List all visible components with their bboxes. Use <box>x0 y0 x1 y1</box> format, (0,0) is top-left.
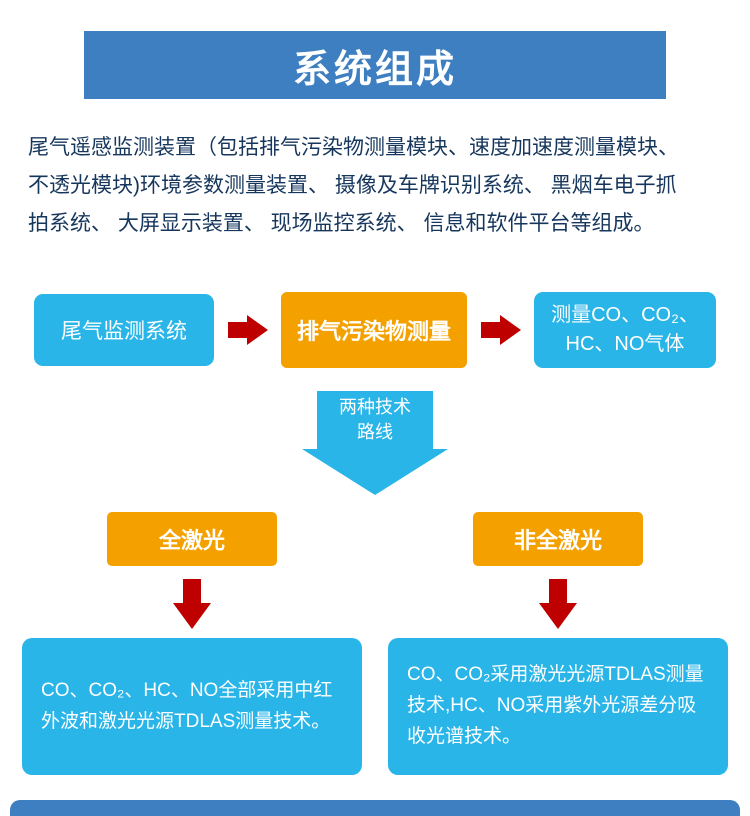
right-arrow-icon <box>480 314 521 345</box>
right-arrow-head <box>499 314 521 345</box>
branch-description-all-laser: CO、CO₂、HC、NO全部采用中红外波和激光光源TDLAS测量技术。 <box>22 638 362 776</box>
split-label: 两种技术 路线 <box>317 390 433 450</box>
down-arrow-icon <box>302 449 448 496</box>
right-arrow-shaft <box>227 321 247 338</box>
right-arrow-head <box>246 314 268 345</box>
flow-node-measured-gases: 测量CO、CO₂、 HC、NO气体 <box>534 291 716 368</box>
flow-node-pollutant-measurement: 排气污染物测量 <box>281 291 467 368</box>
page-title: 系统组成 <box>292 48 457 91</box>
down-arrow-head <box>173 603 211 630</box>
down-arrow-head <box>539 603 577 630</box>
down-arrow-shaft <box>183 579 201 604</box>
branch-description-non-all-laser: CO、CO₂采用激光光源TDLAS测量技术,HC、NO采用紫外光源差分吸收光谱技… <box>388 638 728 776</box>
next-section-bar <box>10 800 740 816</box>
branch-non-all-laser: 非全激光 CO、CO₂采用激光光源TDLAS测量技术,HC、NO采用紫外光源差分… <box>388 512 728 776</box>
split-down-arrow: 两种技术 路线 <box>0 390 750 496</box>
down-arrow-icon <box>173 579 211 630</box>
flow-row: 尾气监测系统 排气污染物测量 测量CO、CO₂、 HC、NO气体 <box>0 291 750 368</box>
flow-node-exhaust-monitoring: 尾气监测系统 <box>34 293 214 366</box>
branch-title-non-all-laser: 非全激光 <box>473 512 643 567</box>
right-arrow-shaft <box>480 321 500 338</box>
right-arrow-icon <box>227 314 268 345</box>
down-arrow-shaft <box>549 579 567 604</box>
branches-row: 全激光 CO、CO₂、HC、NO全部采用中红外波和激光光源TDLAS测量技术。 … <box>0 512 750 776</box>
intro-paragraph: 尾气遥感监测装置（包括排气污染物测量模块、速度加速度测量模块、 不透光模块)环境… <box>28 136 679 236</box>
branch-title-all-laser: 全激光 <box>107 512 277 567</box>
page-title-bar: 系统组成 <box>84 31 666 99</box>
down-arrow-icon <box>539 579 577 630</box>
branch-all-laser: 全激光 CO、CO₂、HC、NO全部采用中红外波和激光光源TDLAS测量技术。 <box>22 512 362 776</box>
